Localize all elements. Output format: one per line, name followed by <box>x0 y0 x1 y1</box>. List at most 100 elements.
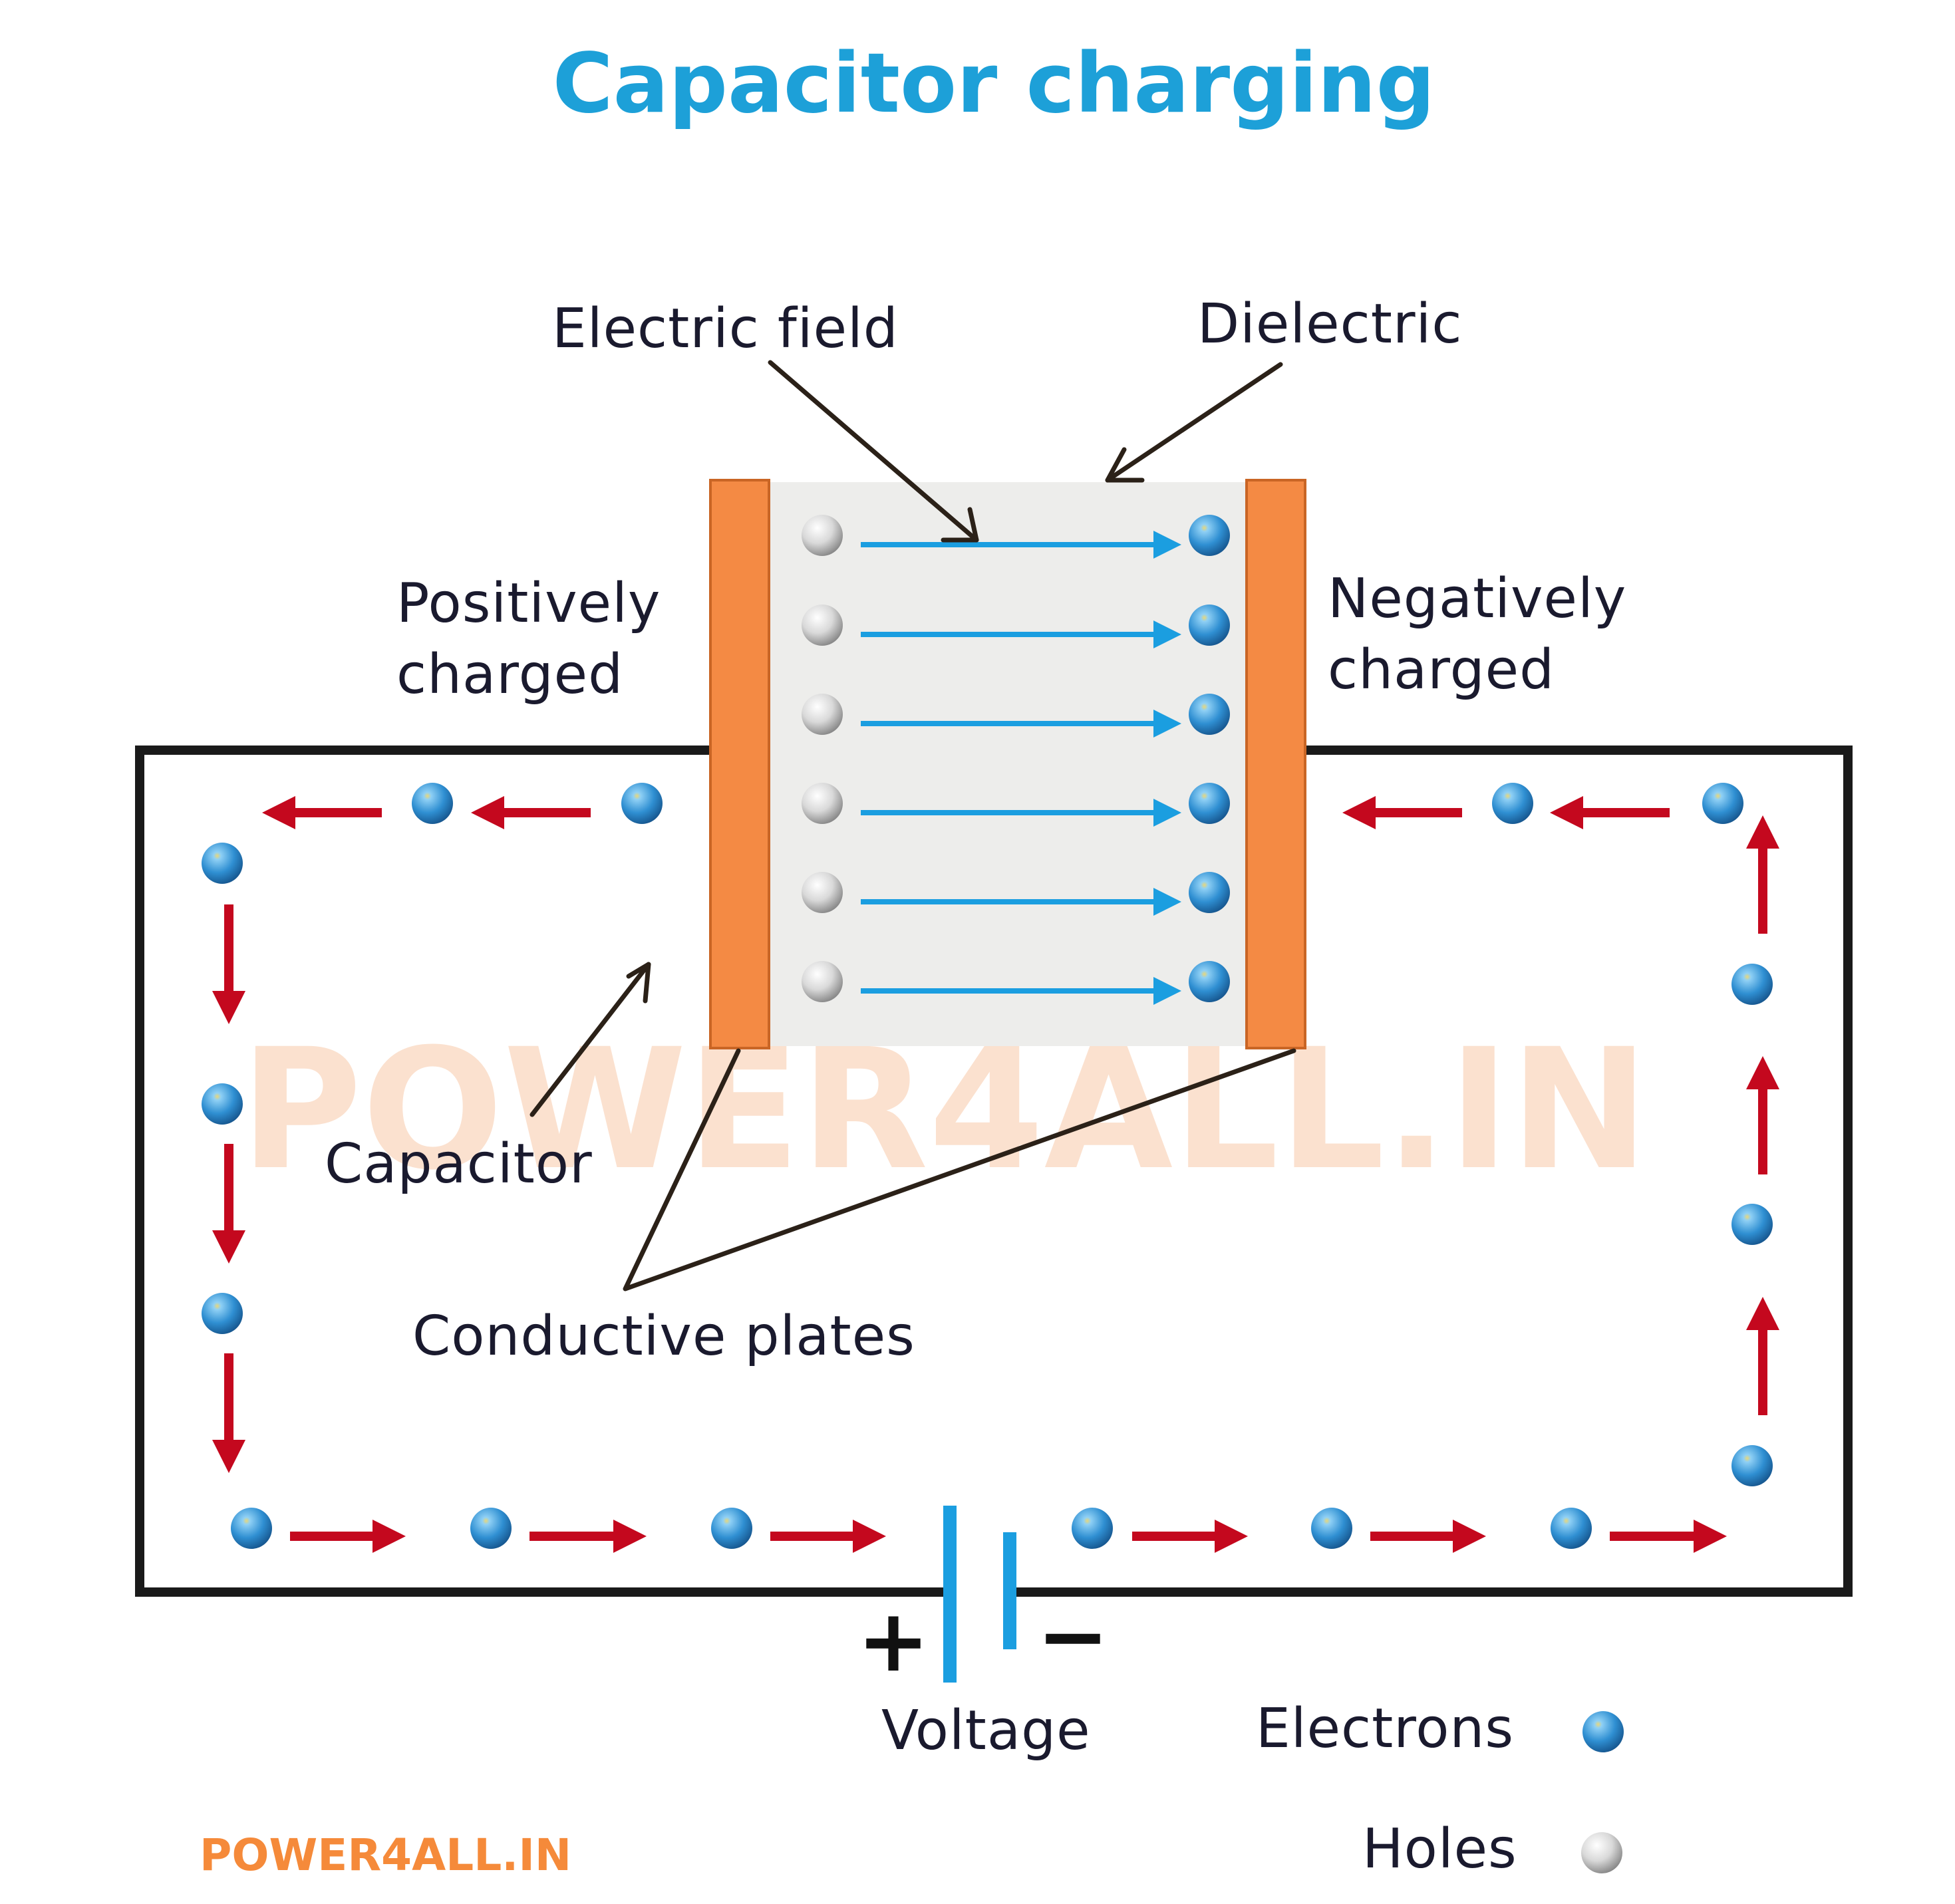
flow-arrow-head <box>1694 1520 1727 1553</box>
flow-arrow <box>212 904 245 1024</box>
flow-arrow <box>1746 1056 1779 1174</box>
capacitor-pointer-head <box>626 962 651 1004</box>
dielectric <box>769 482 1247 1046</box>
field-arrow <box>861 710 1181 738</box>
flow-arrow <box>1746 1297 1779 1415</box>
electron-icon <box>1189 605 1230 646</box>
capacitor-pointer <box>529 962 651 1117</box>
conductive-plates-label: Conductive plates <box>412 1305 915 1368</box>
electric-field-pointer <box>768 360 979 543</box>
legend-hole-icon <box>1581 1832 1622 1873</box>
electron-icon <box>470 1508 512 1549</box>
dielectric-pointer <box>1105 362 1283 483</box>
wire-right-path <box>1011 746 1853 1597</box>
flow-arrow-head <box>1215 1520 1248 1553</box>
flow-arrow-head <box>1746 1297 1779 1330</box>
electron-icon <box>1189 694 1230 735</box>
field-arrow <box>861 799 1181 827</box>
flow-arrow <box>290 1520 406 1553</box>
field-arrow-head <box>1153 799 1181 827</box>
wire-left-path <box>135 746 950 1597</box>
electron-icon <box>1189 515 1230 556</box>
field-arrow <box>861 620 1181 648</box>
legend: Electrons Holes <box>1256 1697 1624 1881</box>
negatively-charged-label-line2: charged <box>1328 638 1555 702</box>
flow-arrow-head <box>471 796 504 829</box>
field-arrow-head <box>1153 710 1181 738</box>
voltage-label: Voltage <box>881 1699 1091 1762</box>
flow-arrow <box>212 1144 245 1264</box>
flow-arrow-head <box>1746 1056 1779 1089</box>
flow-arrow <box>262 796 382 829</box>
flow-arrow-head <box>212 991 245 1024</box>
legend-electron-icon <box>1582 1711 1624 1752</box>
battery <box>943 1506 1016 1683</box>
hole-icon <box>802 694 843 735</box>
minus-sign: − <box>1037 1585 1110 1687</box>
legend-holes-label: Holes <box>1362 1818 1517 1881</box>
flow-arrow <box>1746 815 1779 934</box>
electric-field-lines <box>802 515 1230 1005</box>
dielectric-label: Dielectric <box>1197 293 1462 356</box>
flow-arrow <box>529 1520 647 1553</box>
field-arrow <box>861 977 1181 1005</box>
electron-icon <box>202 1293 243 1334</box>
electron-icon <box>1731 1445 1773 1486</box>
electron-icon <box>1189 783 1230 824</box>
flow-arrow <box>212 1353 245 1473</box>
flow-arrow-head <box>613 1520 647 1553</box>
electron-icon <box>711 1508 752 1549</box>
hole-icon <box>802 783 843 824</box>
electron-icon <box>412 783 453 824</box>
legend-electrons-label: Electrons <box>1256 1697 1514 1760</box>
field-arrow-head <box>1153 620 1181 648</box>
flow-arrow-head <box>212 1230 245 1264</box>
electron-icon <box>1731 1204 1773 1245</box>
electron-icon <box>1492 783 1533 824</box>
flow-arrow <box>1550 796 1670 829</box>
positively-charged-label-line2: charged <box>396 643 623 706</box>
electron-icon <box>202 843 243 884</box>
hole-icon <box>802 961 843 1002</box>
electron-icon <box>1189 872 1230 913</box>
field-arrow <box>861 888 1181 916</box>
electron-icon <box>202 1083 243 1125</box>
diagram-title: Capacitor charging <box>553 36 1435 132</box>
flow-arrow <box>770 1520 886 1553</box>
flow-arrow-head <box>1453 1520 1486 1553</box>
hole-icon <box>802 872 843 913</box>
field-arrow-head <box>1153 888 1181 916</box>
electron-icon <box>1731 964 1773 1005</box>
field-arrow <box>861 531 1181 559</box>
flow-arrow <box>1610 1520 1727 1553</box>
capacitor-label: Capacitor <box>325 1133 593 1196</box>
pointer-lines <box>529 360 1296 1292</box>
flow-arrow-head <box>1342 796 1376 829</box>
flow-arrow-head <box>1550 796 1583 829</box>
flow-arrow <box>1342 796 1462 829</box>
field-arrow-head <box>1153 531 1181 559</box>
hole-icon <box>802 515 843 556</box>
field-arrow-head <box>1153 977 1181 1005</box>
flow-arrow-head <box>212 1440 245 1473</box>
electron-icon <box>1551 1508 1592 1549</box>
negative-plate <box>1245 479 1306 1049</box>
flow-arrow-head <box>262 796 295 829</box>
flow-arrow <box>471 796 591 829</box>
electron-icon <box>231 1508 272 1549</box>
positive-plate <box>709 479 770 1049</box>
flow-arrow <box>1132 1520 1248 1553</box>
flow-arrow <box>1370 1520 1486 1553</box>
hole-icon <box>802 605 843 646</box>
electron-icon <box>621 783 663 824</box>
electron-icon <box>1311 1508 1352 1549</box>
electron-flow <box>202 783 1779 1553</box>
circuit-wire <box>135 746 1853 1597</box>
negatively-charged-label-line1: Negatively <box>1328 567 1626 630</box>
electric-field-label: Electric field <box>552 297 899 360</box>
brand-logo-text: POWER4ALL.IN <box>200 1830 571 1881</box>
plus-sign: + <box>857 1590 930 1691</box>
electron-icon <box>1702 783 1743 824</box>
positively-charged-label-line1: Positively <box>396 572 661 635</box>
